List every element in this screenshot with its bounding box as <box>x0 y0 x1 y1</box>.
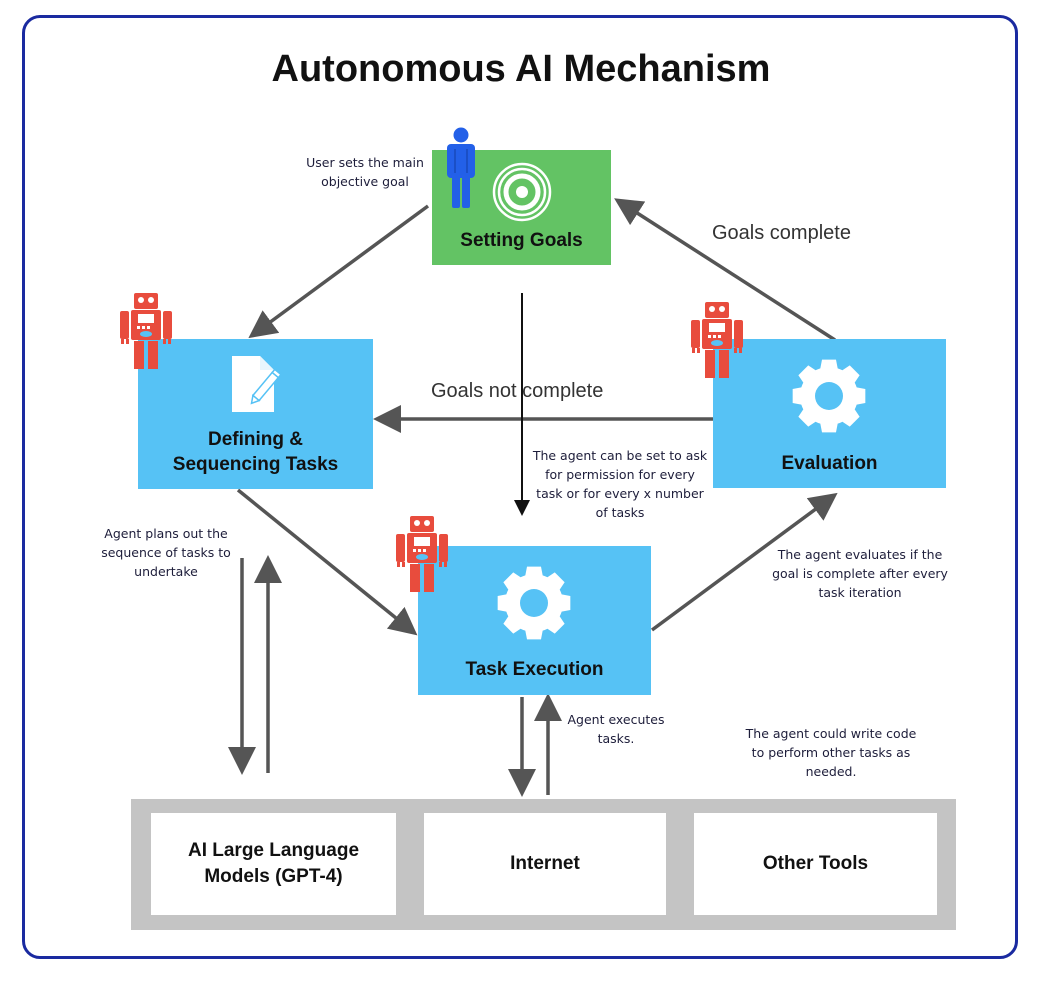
robot-part <box>397 562 400 567</box>
robot-part <box>126 339 129 344</box>
diagram-title: Autonomous AI Mechanism <box>271 48 771 90</box>
note-executes: Agent executes tasks. <box>567 712 665 746</box>
gear-hole <box>815 382 843 410</box>
target-icon <box>492 162 552 222</box>
robot-part <box>692 348 695 353</box>
note-write-code: The agent could write code to perform ot… <box>745 726 917 779</box>
robot-part <box>134 341 144 369</box>
robot-part <box>734 320 743 348</box>
user-icon <box>447 127 475 208</box>
robot-part <box>719 350 729 378</box>
robot-part <box>423 549 426 552</box>
robot-part <box>709 323 725 332</box>
robot-part <box>134 293 158 309</box>
robot-part <box>739 348 742 353</box>
note-user-goal: User sets the main objective goal <box>306 155 424 189</box>
evaluation-label: Evaluation <box>781 453 878 474</box>
defining-tasks-label-line2: Sequencing Tasks <box>172 454 339 475</box>
robot-part <box>424 520 430 526</box>
setting-goals-label: Setting Goals <box>460 230 583 251</box>
note-permission: The agent can be set to ask for permissi… <box>532 448 708 520</box>
tool-internet: Internet <box>424 813 666 915</box>
robot-part <box>413 549 416 552</box>
tool-other: Other Tools <box>694 813 937 915</box>
robot-part <box>138 314 154 323</box>
robot-part <box>396 534 405 562</box>
robot-part <box>120 311 129 339</box>
gear-icon <box>792 359 866 433</box>
robot-part <box>414 537 430 546</box>
robot-icon <box>120 293 172 369</box>
robot-part <box>709 306 715 312</box>
robot-part <box>708 335 711 338</box>
arrow-evaluation-to-goals <box>614 198 836 342</box>
robot-part <box>121 339 124 344</box>
robot-part <box>147 326 150 329</box>
defining-tasks-label-line1: Defining & <box>208 429 303 450</box>
robot-part <box>718 335 721 338</box>
robot-part <box>142 326 145 329</box>
robot-part <box>163 339 166 344</box>
robot-part <box>140 331 152 337</box>
robot-part <box>402 562 405 567</box>
robot-part <box>148 297 154 303</box>
document-edit-icon <box>232 356 282 412</box>
robot-part <box>439 562 442 567</box>
robot-icon <box>691 302 743 378</box>
robot-part <box>416 554 428 560</box>
robot-part <box>410 516 434 532</box>
robot-part <box>138 297 144 303</box>
robot-part <box>734 348 737 353</box>
tools-bar: AI Large Language Models (GPT-4) Interne… <box>131 799 956 930</box>
robot-part <box>424 564 434 592</box>
arrow-execution-to-evaluation <box>650 492 838 632</box>
gear-hole <box>520 589 548 617</box>
robot-part <box>414 520 420 526</box>
arrow-goals-to-defining <box>248 204 430 339</box>
robot-part <box>148 341 158 369</box>
tool-llm: AI Large Language Models (GPT-4) <box>151 813 396 915</box>
note-plans: Agent plans out the sequence of tasks to… <box>101 526 231 579</box>
gear-icon <box>497 566 571 640</box>
robot-part <box>711 340 723 346</box>
robot-part <box>444 562 447 567</box>
task-execution-label: Task Execution <box>465 659 604 680</box>
goals-complete-label: Goals complete <box>712 222 851 244</box>
robot-part <box>168 339 171 344</box>
robot-part <box>705 350 715 378</box>
robot-part <box>719 306 725 312</box>
robot-part <box>418 549 421 552</box>
goals-not-complete-label: Goals not complete <box>431 380 604 402</box>
robot-part <box>713 335 716 338</box>
note-evaluates: The agent evaluates if the goal is compl… <box>772 547 948 600</box>
robot-part <box>705 302 729 318</box>
robot-icon <box>396 516 448 592</box>
robot-part <box>697 348 700 353</box>
task-execution-box: Task Execution <box>418 546 651 695</box>
robot-part <box>410 564 420 592</box>
defining-tasks-box: Defining & Sequencing Tasks <box>138 339 373 489</box>
robot-part <box>439 534 448 562</box>
evaluation-box: Evaluation <box>713 339 946 488</box>
robot-part <box>691 320 700 348</box>
arrow-defining-to-execution <box>236 488 418 636</box>
robot-part <box>163 311 172 339</box>
robot-part <box>137 326 140 329</box>
